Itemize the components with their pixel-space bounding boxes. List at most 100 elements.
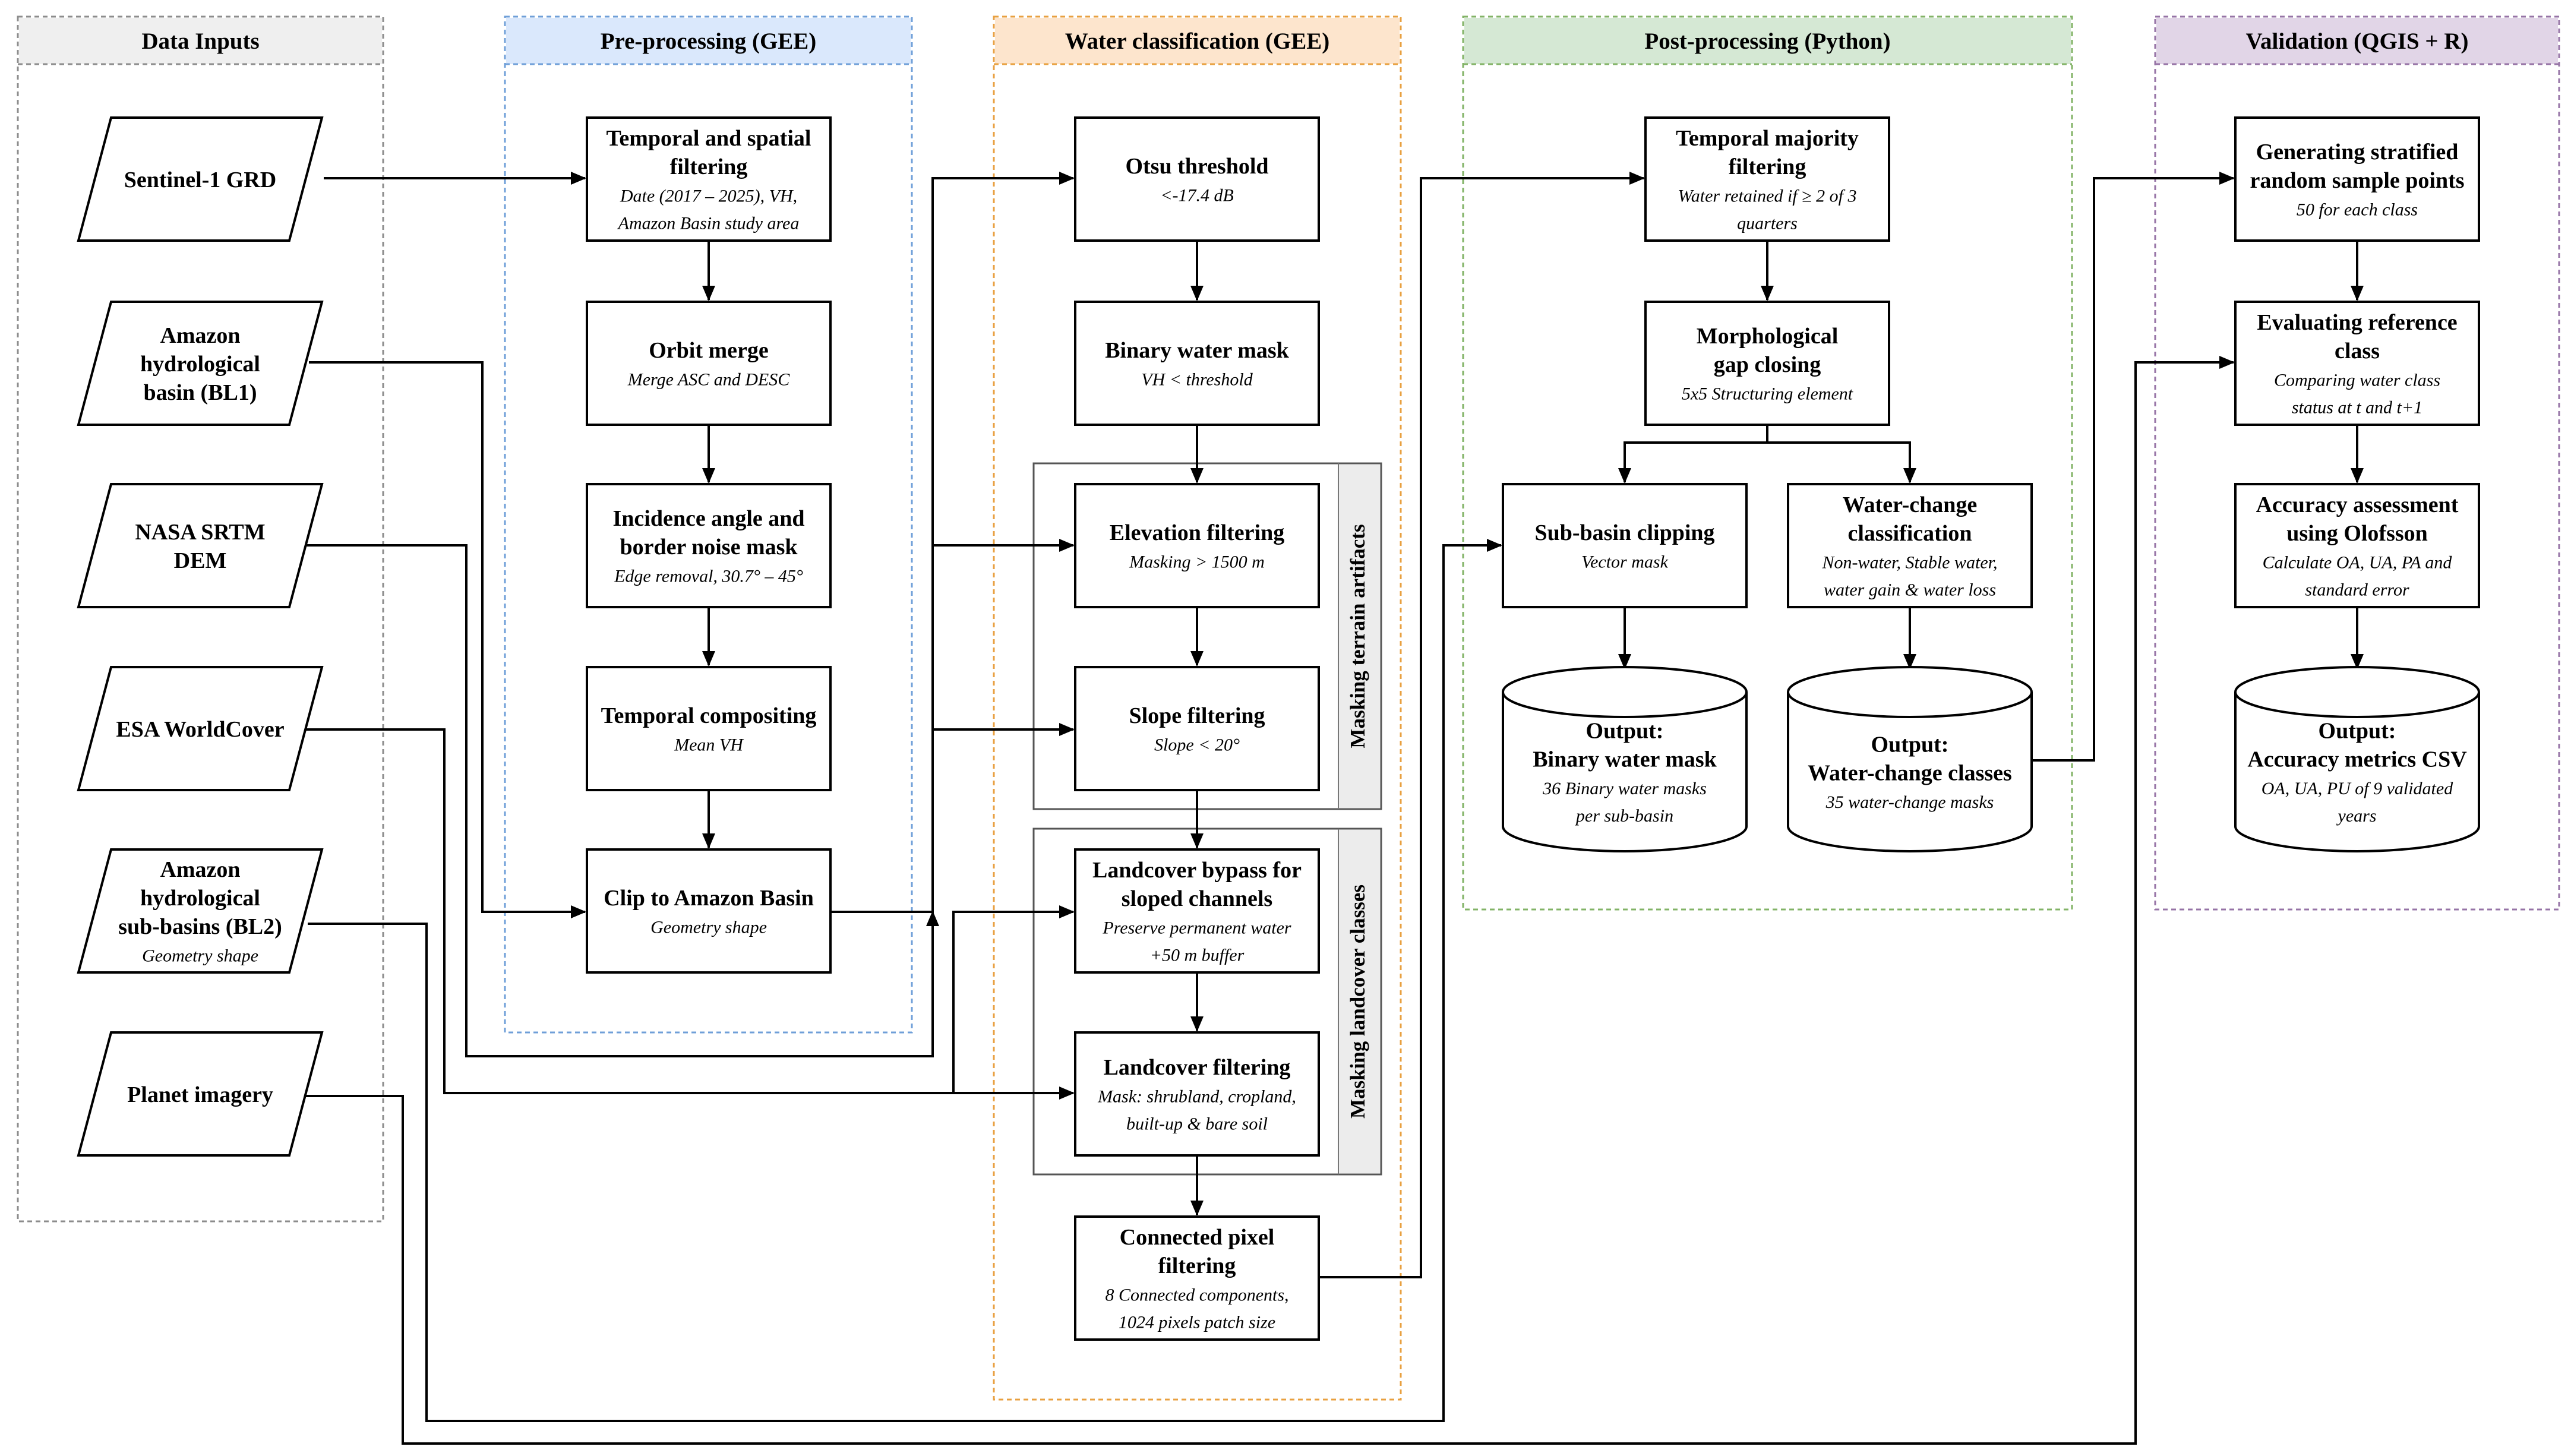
node-title: class (2335, 339, 2380, 364)
flow-arrow (309, 361, 586, 918)
node-title: border noise mask (620, 535, 798, 560)
node-subtitle: 1024 pixels patch size (1119, 1312, 1275, 1332)
lane-title: Validation (QGIS + R) (2245, 29, 2468, 54)
node-title: Output: (2319, 718, 2396, 743)
flow-arrow (306, 356, 2235, 1445)
node-title: Binary water mask (1105, 338, 1289, 363)
node-title: Planet imagery (127, 1082, 273, 1107)
node-title: Landcover filtering (1104, 1055, 1291, 1080)
node-title: Water-change (1843, 492, 1978, 517)
node-title: basin (BL1) (143, 380, 257, 405)
node-subtitle: <-17.4 dB (1160, 185, 1234, 205)
node-subtitle: Merge ASC and DESC (627, 369, 790, 389)
node-title: filtering (1729, 154, 1806, 179)
node-subtitle: Mean VH (674, 735, 744, 754)
node-title: Output: (1586, 718, 1664, 743)
node-title: Temporal majority (1676, 126, 1859, 151)
node-title: Amazon (160, 857, 240, 882)
node-subtitle: Edge removal, 30.7° – 45° (614, 566, 803, 586)
node-title: Generating stratified (2256, 140, 2459, 165)
node-title: NASA SRTM (135, 520, 265, 545)
lane-pre: Pre-processing (GEE) (504, 15, 913, 1034)
node-subtitle: Date (2017 – 2025), VH, (620, 186, 797, 206)
node-title: random sample points (2250, 168, 2464, 193)
group-label: Masking terrain artifacts (1346, 524, 1369, 748)
node-subtitle: Geometry shape (142, 946, 258, 965)
lane-title: Data Inputs (141, 29, 259, 54)
flow-arrow (952, 905, 1075, 1093)
node-subtitle: Slope < 20° (1154, 735, 1240, 754)
node-subtitle: Calculate OA, UA, PA and (2263, 552, 2453, 572)
node-title: Otsu threshold (1125, 154, 1268, 179)
node-title: sloped channels (1122, 886, 1272, 911)
node-title: classification (1848, 521, 1972, 546)
node-title: ESA WorldCover (116, 717, 284, 742)
node-subtitle: Vector mask (1581, 552, 1668, 571)
node-title: hydrological (140, 886, 260, 911)
node-bypass: Landcover bypass for sloped channelsPrese… (1074, 848, 1320, 974)
node-title: Sentinel-1 GRD (124, 168, 277, 192)
node-title: Orbit merge (649, 338, 769, 363)
node-subtitle: per sub-basin (1575, 806, 1673, 826)
node-subtitle: Mask: shrubland, cropland, (1097, 1087, 1296, 1106)
node-title: gap closing (1714, 352, 1821, 377)
node-title: Accuracy metrics CSV (2247, 747, 2467, 772)
lane-inputs: Data Inputs (17, 15, 384, 1223)
lane-title: Post-processing (Python) (1644, 29, 1890, 54)
node-subtitle: years (2336, 806, 2377, 826)
node-subtitle: quarters (1737, 213, 1798, 233)
lane-title: Pre-processing (GEE) (601, 29, 817, 54)
node-title: Binary water mask (1533, 747, 1717, 772)
node-subtitle: Preserve permanent water (1102, 918, 1291, 937)
lane-water: Water classification (GEE) (993, 15, 1402, 1401)
node-subtitle: standard error (2305, 580, 2409, 599)
node-subtitle: built-up & bare soil (1126, 1114, 1268, 1133)
node-title: sub-basins (BL2) (118, 914, 282, 939)
node-outbin: Output: Binary water mask 36 Binary water … (1502, 666, 1748, 852)
node-title: Sub-basin clipping (1534, 520, 1714, 545)
node-title: filtering (1158, 1253, 1236, 1278)
flow-arrow (297, 728, 1075, 1100)
node-gen: Generating stratified random sample point… (2234, 116, 2480, 242)
flow-arrow (308, 539, 1502, 1422)
node-subtitle: water gain & water loss (1824, 580, 1996, 599)
node-subtitle: 8 Connected components, (1105, 1285, 1288, 1305)
node-title: Temporal and spatial (607, 126, 811, 151)
flow-arrow (2032, 172, 2235, 762)
group-terrain: Masking terrain artifacts (1032, 462, 1382, 810)
node-subtitle: 50 for each class (2297, 200, 2418, 219)
flow-arrow (1767, 441, 1916, 484)
node-otsu: Otsu threshold <-17.4 dB (1074, 116, 1320, 242)
node-title: hydrological (140, 352, 260, 377)
node-subtitle: 36 Binary water masks (1542, 779, 1707, 798)
node-subtitle: Non-water, Stable water, (1821, 552, 1997, 572)
node-subtitle: status at t and t+1 (2292, 397, 2422, 417)
node-title: Connected pixel (1120, 1225, 1275, 1250)
node-title: Output: (1871, 732, 1949, 757)
node-title: Landcover bypass for (1092, 858, 1302, 883)
node-s1: Sentinel-1 GRD (77, 116, 324, 242)
node-title: Elevation filtering (1110, 520, 1284, 545)
node-title: Water-change classes (1808, 760, 2012, 785)
node-subtitle: 35 water-change masks (1825, 792, 1994, 812)
group-label: Masking landcover classes (1346, 885, 1369, 1119)
node-cpf: Connected pixel filtering 8 Connected comp… (1074, 1215, 1320, 1341)
node-subtitle: 5x5 Structuring element (1682, 384, 1853, 403)
flow-arrow (1319, 172, 1645, 1278)
node-title: Evaluating reference (2257, 310, 2457, 335)
node-planet: Planet imagery (77, 1031, 324, 1157)
